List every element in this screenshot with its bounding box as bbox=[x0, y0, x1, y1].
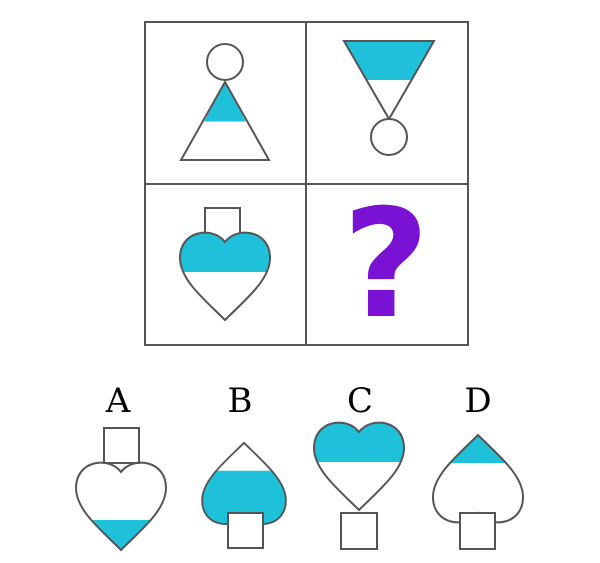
triangle-shape bbox=[179, 79, 271, 161]
cell-top-right-figure bbox=[342, 40, 436, 156]
option-a-label: A bbox=[105, 381, 131, 421]
triangle-filled-part bbox=[204, 82, 246, 122]
square-shape bbox=[459, 512, 496, 550]
cell-top-left-figure bbox=[179, 43, 271, 161]
heart-filled-part bbox=[76, 520, 166, 550]
square-shape bbox=[103, 427, 140, 464]
square-shape bbox=[227, 512, 264, 549]
heart-filled-part bbox=[314, 422, 404, 462]
heart-filled-part bbox=[180, 232, 270, 272]
inverted-triangle-shape bbox=[342, 40, 436, 122]
circle-shape bbox=[206, 43, 244, 81]
option-a[interactable]: A bbox=[75, 381, 167, 551]
question-mark: ? bbox=[342, 178, 429, 352]
puzzle-grid bbox=[144, 21, 469, 346]
option-b-label: B bbox=[228, 381, 253, 421]
inverted-triangle-filled-part bbox=[344, 41, 434, 80]
option-c-label: C bbox=[347, 381, 373, 421]
option-b[interactable]: B bbox=[201, 381, 287, 549]
option-c[interactable]: C bbox=[313, 381, 405, 550]
cell-bottom-left-figure bbox=[179, 207, 271, 321]
option-d-label: D bbox=[464, 381, 491, 421]
heart-filled-part bbox=[433, 435, 523, 463]
square-shape bbox=[340, 512, 378, 550]
option-d[interactable]: D bbox=[432, 381, 524, 550]
heart-filled-part bbox=[202, 470, 286, 525]
circle-shape bbox=[370, 118, 408, 156]
